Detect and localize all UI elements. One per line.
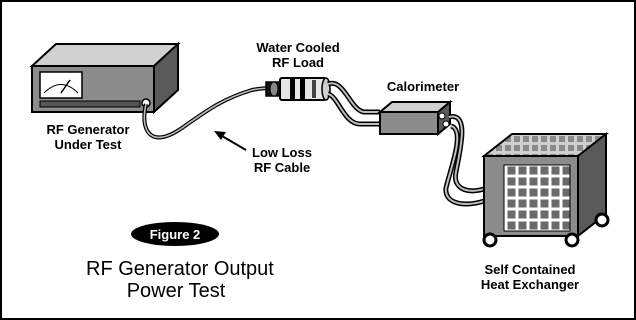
cable-label-line-2: RF Cable [253, 160, 311, 175]
figure-badge-text: Figure 2 [150, 227, 201, 242]
water-cooled-load-label: Water Cooled RF Load [248, 40, 348, 70]
heat-exchanger-icon [481, 131, 610, 248]
calorimeter-icon [377, 99, 453, 137]
cable-label-line-1: Low Loss [252, 145, 312, 160]
cable-arrow-icon [214, 131, 247, 151]
rf-generator-icon [29, 41, 181, 115]
calorimeter-label-text: Calorimeter [386, 79, 460, 94]
figure-caption: RF Generator Output Power Test [86, 258, 274, 302]
heat-exchanger-label-line-1: Self Contained [484, 262, 576, 277]
water-cooled-load-icon [265, 77, 331, 101]
heat-exchanger-label-line-2: Heat Exchanger [480, 277, 580, 292]
rf-generator-label-line-1: RF Generator [46, 122, 130, 137]
rf-generator-label-line-2: Under Test [54, 137, 122, 152]
water-cooled-load-label-line-1: Water Cooled [256, 40, 340, 55]
water-cooled-load-label-line-2: RF Load [272, 55, 324, 70]
heat-exchanger-label: Self Contained Heat Exchanger [470, 262, 590, 292]
rf-generator-label: RF Generator Under Test [38, 122, 138, 152]
cable-label: Low Loss RF Cable [242, 145, 322, 175]
calorimeter-label: Calorimeter [378, 79, 468, 94]
figure-caption-line-2: Power Test [126, 280, 226, 302]
figure-caption-line-1: RF Generator Output [86, 258, 274, 280]
figure-badge: Figure 2 [131, 222, 219, 246]
